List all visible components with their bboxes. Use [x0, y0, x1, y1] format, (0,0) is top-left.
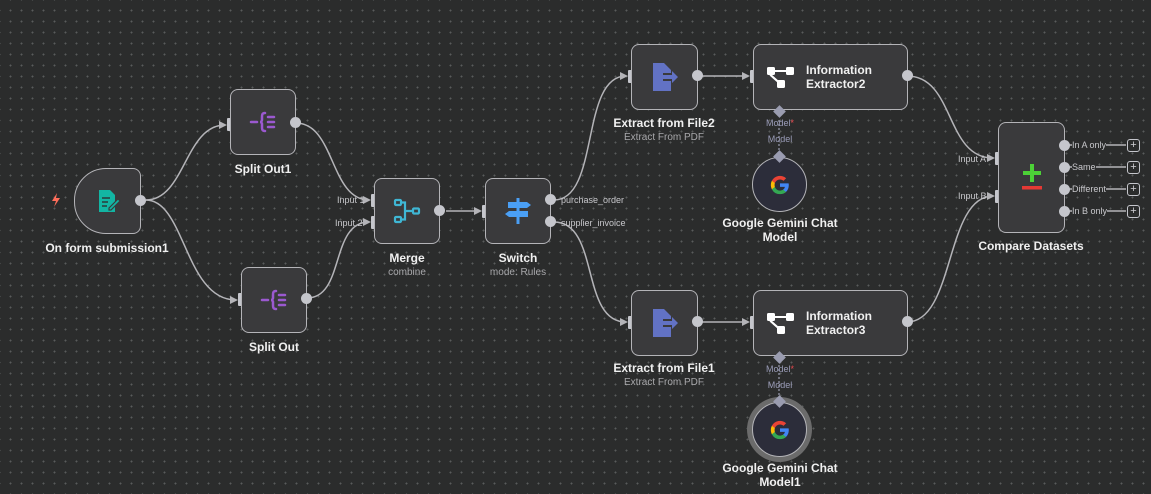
compare-output-different[interactable]	[1059, 184, 1070, 195]
add-node-button-in-b-only[interactable]: +	[1127, 205, 1140, 218]
edge-info3-to-compare	[906, 195, 994, 323]
edge-switch-to-extract1	[553, 221, 627, 323]
node-label: Google Gemini Chat Model	[722, 216, 838, 244]
switch-output-label: supplier_invoice	[561, 218, 626, 228]
plus-minus-icon	[1021, 163, 1042, 189]
splitout-output-handle[interactable]	[301, 293, 312, 304]
info3-model-port-label: Model*	[765, 364, 795, 374]
node-subtitle: mode: Rules	[489, 267, 547, 278]
compare-output-label: In A only	[1072, 140, 1107, 150]
node-subtitle: combine	[388, 267, 426, 278]
tree-icon	[767, 313, 794, 334]
node-label: Split Out1	[234, 162, 292, 176]
compare-output-same[interactable]	[1059, 162, 1070, 173]
gemini1-connection-label: Model	[767, 380, 793, 390]
edge-splitout1-to-merge	[295, 122, 370, 201]
file-export-icon	[652, 63, 678, 91]
signpost-icon	[505, 198, 531, 224]
switch-output-supplier-invoice[interactable]	[545, 216, 556, 227]
split-out-icon	[249, 111, 276, 133]
node-split-out1[interactable]	[230, 89, 296, 155]
node-switch[interactable]	[485, 178, 551, 244]
form-icon	[98, 190, 121, 212]
merge-input-2-label: Input 2	[335, 218, 363, 228]
edge-switch-to-extract2	[553, 75, 627, 201]
extract2-output-handle[interactable]	[692, 70, 703, 81]
node-subtitle: Extract From PDF	[623, 132, 705, 143]
add-node-button-same[interactable]: +	[1127, 161, 1140, 174]
trigger-bolt-icon	[52, 193, 60, 207]
compare-output-label: Different	[1072, 184, 1106, 194]
node-label-line2: Extractor3	[806, 323, 866, 337]
google-icon	[770, 175, 789, 194]
split-out-icon	[260, 289, 287, 311]
compare-output-in-a-only[interactable]	[1059, 140, 1070, 151]
node-split-out[interactable]	[241, 267, 307, 333]
compare-input-b-label: Input B	[958, 191, 987, 201]
node-extract-from-file1[interactable]	[631, 290, 698, 356]
tree-icon	[767, 67, 794, 88]
edge-info2-to-compare	[906, 75, 994, 159]
compare-output-in-b-only[interactable]	[1059, 206, 1070, 217]
compare-output-label: In B only	[1072, 206, 1108, 216]
google-icon	[770, 420, 789, 439]
compare-output-label: Same	[1072, 162, 1096, 172]
node-google-gemini-chat-model1[interactable]	[752, 402, 807, 457]
splitout1-output-handle[interactable]	[290, 117, 301, 128]
node-label-line2: Extractor2	[806, 77, 866, 91]
merge-icon	[393, 198, 421, 224]
node-extract-from-file2[interactable]	[631, 44, 698, 110]
switch-output-purchase-order[interactable]	[545, 194, 556, 205]
node-subtitle: Extract From PDF	[623, 377, 705, 388]
edge-form-to-splitout1	[145, 124, 226, 201]
merge-output-handle[interactable]	[434, 205, 445, 216]
node-google-gemini-chat-model[interactable]	[752, 157, 807, 212]
info2-output-handle[interactable]	[902, 70, 913, 81]
add-node-button-in-a-only[interactable]: +	[1127, 139, 1140, 152]
add-node-button-different[interactable]: +	[1127, 183, 1140, 196]
edge-splitout-to-merge	[306, 221, 370, 299]
node-label: Compare Datasets	[978, 239, 1084, 253]
info2-model-port-label: Model*	[765, 118, 795, 128]
node-label: Split Out	[249, 340, 299, 354]
node-on-form-submission[interactable]	[74, 168, 141, 234]
compare-input-a-label: Input A	[958, 154, 987, 164]
node-information-extractor2[interactable]: Information Extractor2	[753, 44, 908, 110]
node-merge[interactable]	[374, 178, 440, 244]
node-label: Google Gemini Chat Model1	[722, 461, 838, 489]
node-label: Merge	[389, 251, 425, 265]
info3-output-handle[interactable]	[902, 316, 913, 327]
node-label: On form submission1	[45, 241, 169, 255]
gemini-connection-label: Model	[767, 134, 793, 144]
node-compare-datasets[interactable]	[998, 122, 1065, 233]
extract1-output-handle[interactable]	[692, 316, 703, 327]
form-output-handle[interactable]	[135, 195, 146, 206]
merge-input-1-label: Input 1	[337, 195, 365, 205]
node-label: Switch	[498, 251, 538, 265]
node-label: Extract from File2	[613, 116, 715, 130]
node-label-line1: Information	[806, 309, 872, 323]
node-label: Extract from File1	[613, 361, 715, 375]
node-label-line1: Information	[806, 63, 872, 77]
file-export-icon	[652, 309, 678, 337]
switch-output-label: purchase_order	[561, 195, 625, 205]
node-information-extractor3[interactable]: Information Extractor3	[753, 290, 908, 356]
